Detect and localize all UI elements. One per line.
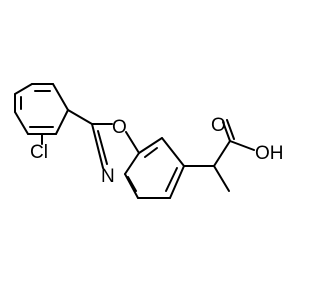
bond [124,152,140,175]
bond [169,165,185,199]
bond [213,140,231,167]
benzo-ring [124,137,185,199]
bond [91,123,104,169]
bond [14,111,29,135]
bond [55,109,69,135]
bond [127,176,137,192]
bond [125,131,140,154]
bond-aryl-oxazole [67,109,93,125]
atom-label-cl: Cl [30,142,48,163]
bond [161,137,185,167]
oxazole-ring [91,123,140,175]
bond [14,83,33,95]
atom-label-o-carbonyl: O [211,115,226,136]
bond [165,167,178,192]
chlorophenyl-ring [14,83,69,135]
bond [222,121,231,142]
atom-label-n-ring: N [101,166,115,187]
bond [226,119,235,140]
bond [213,165,230,192]
bond [52,83,69,111]
propanoic-acid-chain [183,119,255,192]
bond [144,147,158,158]
bond [229,140,255,151]
bond [138,137,163,154]
molecule-canvas: Cl O N OH O [14,83,284,199]
atom-label-oh: OH [255,143,284,164]
atom-label-o-ring: O [112,117,127,138]
molecule-structure: Cl O N OH O [14,83,284,199]
bond [97,130,108,165]
bond [124,173,139,199]
